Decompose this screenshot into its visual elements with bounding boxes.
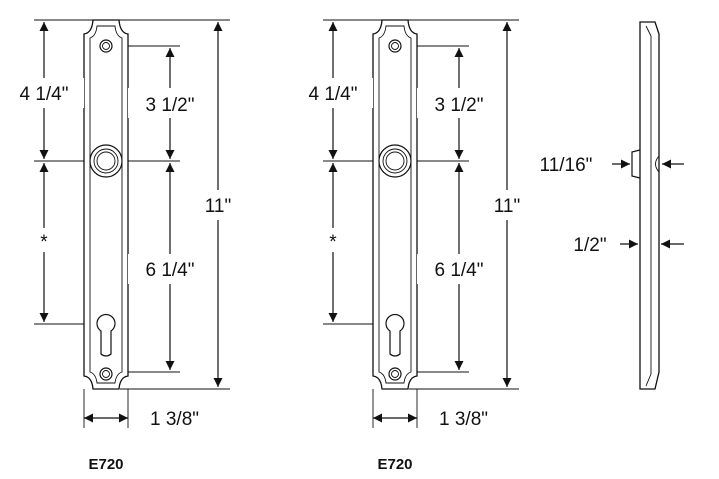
dimension-label: 3 1/2" (434, 95, 483, 116)
knob-profile-icon (631, 149, 641, 179)
dimension-label: 11" (494, 196, 520, 217)
screw-hole-icon (99, 367, 113, 381)
plate-side-view: 11/16" 1/2" (540, 21, 684, 390)
side-profile-outline (639, 21, 660, 390)
dimension-label: 1 3/8" (439, 409, 488, 430)
dimension-label: 1 3/8" (150, 409, 199, 430)
dimension-label: 6 1/4" (434, 260, 483, 281)
dimension-label: * (40, 232, 48, 253)
knob-rosette-icon (89, 144, 123, 178)
screw-hole-icon (388, 367, 402, 381)
cylinder-keyhole-icon (385, 313, 405, 357)
knob-rosette-icon (378, 144, 412, 178)
cylinder-keyhole-icon (96, 313, 116, 357)
escutcheon-plate-outline (83, 19, 129, 390)
model-label: E720 (377, 456, 412, 473)
plate-front-view-2: 4 1/4" 3 1/2" * 6 1/4" 11" 1 3/8" E720 (293, 19, 527, 473)
dimension-label: 11" (205, 196, 231, 217)
dimension-label: 1/2" (573, 235, 606, 256)
dimension-label: 6 1/4" (145, 260, 194, 281)
plate-front-view-1: 4 1/4" 3 1/2" * 6 1/4" 11" 1 3/8" E720 (4, 19, 238, 473)
dimension-label: 4 1/4" (308, 84, 357, 105)
screw-hole-icon (99, 39, 113, 53)
dimension-label: * (329, 232, 337, 253)
escutcheon-plate-outline (372, 19, 418, 390)
dimension-label: 4 1/4" (19, 84, 68, 105)
dimension-label: 11/16" (540, 155, 593, 176)
dimension-label: 3 1/2" (145, 95, 194, 116)
screw-hole-icon (388, 39, 402, 53)
model-label: E720 (88, 456, 123, 473)
